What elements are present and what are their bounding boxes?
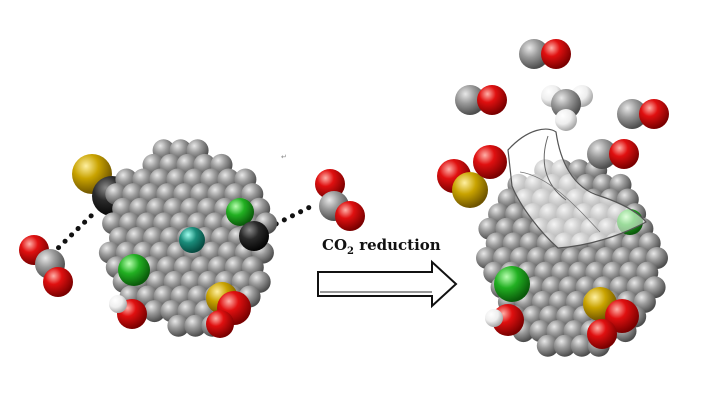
metal-atom (179, 227, 205, 253)
hydrogen-atom (485, 309, 503, 327)
oxygen-atom (587, 319, 617, 349)
chlorine-atom (494, 266, 530, 302)
hydrogen-atom (555, 109, 577, 131)
chlorine-atom (118, 254, 150, 286)
reaction-label: CO2 reduction (322, 236, 441, 257)
oxygen-atom (206, 310, 234, 338)
sulfur-atom (452, 172, 488, 208)
catalyst-cluster-icon (72, 139, 277, 338)
co2-molecule-left (19, 235, 73, 297)
oxygen-atom (335, 201, 365, 231)
reaction-arrow: CO2 reduction (318, 236, 456, 306)
oxygen-atom (609, 139, 639, 169)
oxygen-atom (639, 99, 669, 129)
oxygen-atom (43, 267, 73, 297)
dotted-bond-left (52, 215, 92, 254)
oxygen-atom (473, 145, 507, 179)
hydrogen-atom (109, 295, 127, 313)
co2-molecule-top (315, 169, 365, 231)
carbon-atom-dark (239, 221, 269, 251)
oxygen-atom (477, 85, 507, 115)
oxygen-atom (541, 39, 571, 69)
right-arrow-icon (318, 262, 456, 306)
stray-mark: ↵ (281, 153, 287, 161)
